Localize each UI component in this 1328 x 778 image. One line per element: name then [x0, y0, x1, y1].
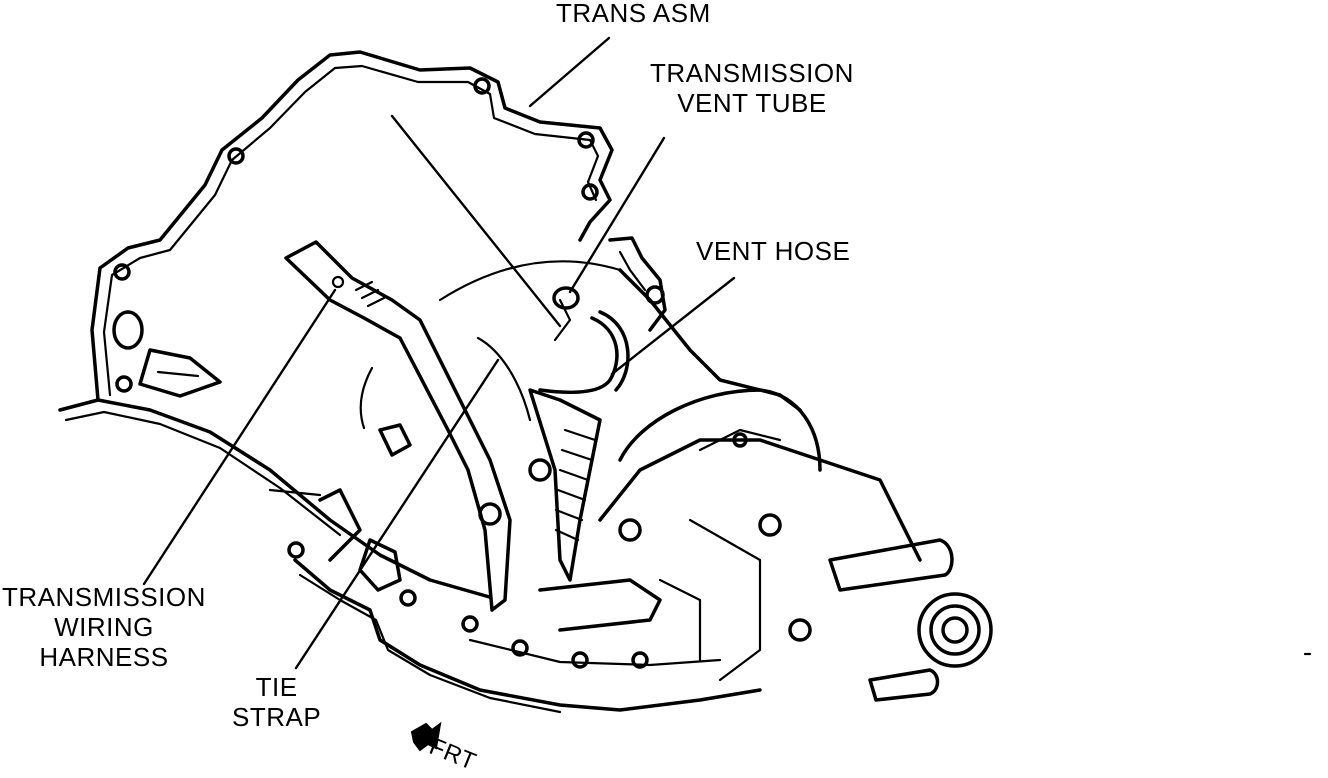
label-transmission-wiring-harness: TRANSMISSION WIRING HARNESS — [2, 582, 206, 672]
leader-tie-strap — [294, 358, 500, 670]
label-trans-asm: TRANS ASM — [556, 0, 711, 28]
leader-vent-hose — [610, 276, 736, 376]
bracket-assembly — [268, 388, 662, 632]
vent-tube-and-hose — [538, 286, 630, 395]
oil-pan — [287, 541, 762, 714]
leader-trans-asm — [528, 36, 611, 108]
front-arrow-icon — [410, 721, 442, 752]
label-transmission-vent-tube: TRANSMISSION VENT TUBE — [650, 58, 854, 118]
label-vent-hose: VENT HOSE — [696, 236, 851, 266]
transmission-case — [58, 236, 802, 602]
extension-housing — [598, 388, 993, 702]
wiring-harness — [284, 240, 532, 612]
label-tie-strap: TIE STRAP — [232, 672, 322, 732]
leader-trans-asm-body — [390, 114, 562, 328]
leader-wiring-harness — [142, 288, 337, 586]
bell-housing — [90, 50, 614, 402]
leader-vent-tube — [568, 136, 666, 294]
